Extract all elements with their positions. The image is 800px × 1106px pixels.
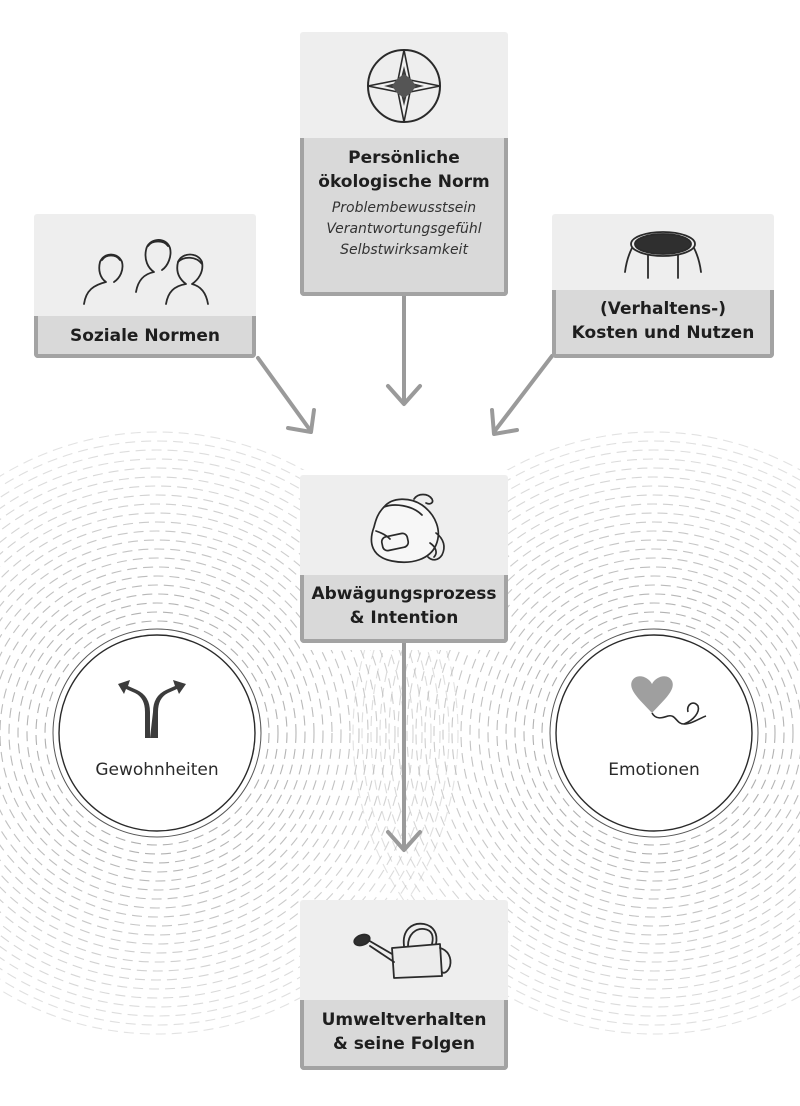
habits-ring <box>0 530 360 936</box>
process-label-area: Abwägungsprozess & Intention <box>300 575 508 643</box>
emotions-ring <box>406 485 800 981</box>
norm-label-area: Persönliche ökologische Norm Problembewu… <box>300 138 508 296</box>
emotions-ring <box>541 620 767 846</box>
emotions-ring <box>487 566 800 900</box>
arrow-costs-to-process <box>492 354 554 434</box>
habits-ring <box>8 584 306 882</box>
emotions-circle <box>555 634 753 832</box>
social-title: Soziale Normen <box>69 326 221 346</box>
emotions-ring <box>496 575 800 891</box>
emotions-ring <box>523 602 785 864</box>
compass-icon <box>367 49 441 123</box>
arrow-process-head <box>386 830 422 852</box>
habits-ring <box>0 503 387 963</box>
process-icon-area <box>300 475 508 575</box>
social-norms-box: Soziale Normen <box>34 214 256 358</box>
social-icon-area <box>34 214 256 316</box>
norm-sub-3: Selbstwirksamkeit <box>340 242 468 258</box>
habits-ring <box>0 476 414 990</box>
emotions-ring <box>361 440 800 1026</box>
emotions-ring <box>442 521 800 945</box>
emotions-ring <box>505 584 800 882</box>
norm-box: Persönliche ökologische Norm Problembewu… <box>300 32 508 296</box>
habits-ring <box>0 512 378 954</box>
emotions-ring <box>433 512 800 954</box>
arrow-costs-head <box>490 408 519 436</box>
emotions-disc <box>556 635 752 831</box>
arrow-norm-head <box>386 384 422 406</box>
process-title-line1: Abwägungsprozess <box>311 584 497 604</box>
costs-box: (Verhaltens-) Kosten und Nutzen <box>552 214 774 358</box>
habits-ring <box>0 440 450 1026</box>
emotions-label: Emotionen <box>608 760 700 780</box>
habits-ring <box>0 539 351 927</box>
habits-rings <box>0 431 459 1035</box>
habits-ring <box>0 431 459 1035</box>
emotions-ring <box>424 503 800 963</box>
emotions-rings <box>352 431 800 1035</box>
social-label-area: Soziale Normen <box>34 316 256 358</box>
fork-arrow-icon <box>118 680 186 738</box>
habits-ring <box>0 494 396 972</box>
norm-title-line2: ökologische Norm <box>318 172 490 192</box>
behavior-box: Umweltverhalten & seine Folgen <box>300 900 508 1070</box>
habits-ring <box>26 602 288 864</box>
habits-ring <box>0 575 315 891</box>
emotions-ring <box>478 557 800 909</box>
emotions-ring <box>397 476 800 990</box>
process-title-line2: & Intention <box>349 608 459 628</box>
emotions-ring <box>451 530 800 936</box>
backpack-icon <box>370 493 445 564</box>
costs-title-line2: Kosten und Nutzen <box>571 323 755 343</box>
habits-ring <box>0 458 432 1008</box>
habits-ring <box>0 467 423 999</box>
process-box: Abwägungsprozess & Intention <box>300 475 508 643</box>
arrow-social-to-process <box>256 356 312 432</box>
behavior-title-line2: & seine Folgen <box>332 1034 475 1054</box>
trampoline-icon <box>624 231 702 279</box>
norm-icon-area <box>300 32 508 138</box>
emotions-ring <box>370 449 800 1017</box>
people-icon <box>83 239 209 305</box>
habits-inner-ring <box>52 628 262 838</box>
emotions-ring <box>352 431 800 1035</box>
habits-ring <box>17 593 297 873</box>
emotions-ring <box>514 593 794 873</box>
habits-ring <box>44 620 270 846</box>
habits-ring <box>0 566 324 900</box>
costs-label-area: (Verhaltens-) Kosten und Nutzen <box>552 290 774 358</box>
habits-label: Gewohnheiten <box>95 760 219 780</box>
habits-ring <box>0 557 333 909</box>
emotions-ring <box>469 548 800 918</box>
costs-title-line1: (Verhaltens-) <box>599 299 726 319</box>
habits-circle <box>58 634 256 832</box>
behavior-label-area: Umweltverhalten & seine Folgen <box>300 1000 508 1070</box>
habits-ring <box>0 521 369 945</box>
emotions-ring <box>415 494 800 972</box>
watering-can-icon <box>353 922 452 979</box>
emotions-ring <box>388 467 800 999</box>
norm-sub-2: Verantwortungsgefühl <box>326 221 482 237</box>
habits-ring <box>35 611 279 855</box>
habits-ring <box>0 548 342 918</box>
behavior-title-line1: Umweltverhalten <box>321 1010 487 1030</box>
behavior-icon-area <box>300 900 508 1000</box>
costs-icon-area <box>552 214 774 290</box>
norm-sub-1: Problembewusstsein <box>331 200 477 216</box>
arrow-social-head <box>286 408 316 434</box>
norm-title-line1: Persönliche <box>348 148 460 168</box>
emotions-ring <box>532 611 776 855</box>
emotions-inner-ring <box>549 628 759 838</box>
heart-balloon-icon <box>631 676 707 725</box>
habits-ring <box>0 449 441 1017</box>
